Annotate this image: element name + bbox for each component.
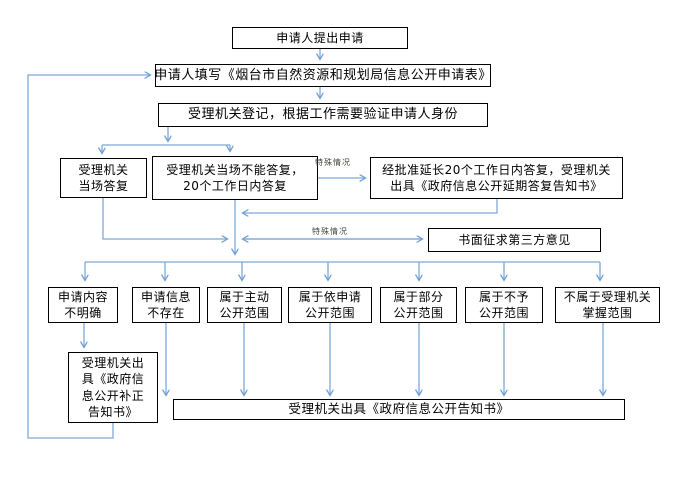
node-disclosure-notice-text: 受理机关出具《政府信息公开告知书》: [288, 401, 510, 417]
node-submit-application: 申请人提出申请: [232, 27, 408, 49]
node-correction-notice-line4: 告知书》: [87, 404, 138, 419]
node-partial-scope-line2: 公开范围: [393, 306, 444, 320]
node-onspot-reply-line1: 受理机关: [78, 162, 129, 177]
node-info-not-exist-line1: 申请信息: [140, 289, 191, 304]
node-proactive-scope-line2: 公开范围: [219, 306, 270, 320]
node-info-not-exist: 申请信息 不存在: [132, 287, 200, 323]
node-partial-disclosure-scope: 属于部分 公开范围: [380, 287, 457, 323]
special-case-label-2: 特殊情况: [312, 227, 348, 236]
node-on-request-disclosure-scope: 属于依申请 公开范围: [288, 287, 372, 323]
node-register-verify-identity-text: 受理机关登记，根据工作需要验证申请人身份: [187, 107, 458, 123]
node-third-party-opinion: 书面征求第三方意见: [428, 228, 601, 252]
node-no-disclosure-scope-line1: 属于不予: [478, 289, 529, 304]
node-register-verify-identity: 受理机关登记，根据工作需要验证申请人身份: [158, 103, 488, 127]
node-onspot-reply: 受理机关 当场答复: [60, 158, 147, 198]
node-correction-notice-line1: 受理机关出: [81, 356, 145, 371]
node-no-disclosure-scope-line2: 公开范围: [478, 306, 529, 320]
node-on-request-scope-line1: 属于依申请: [298, 289, 362, 304]
node-correction-notice-line2: 具《政府信: [81, 372, 145, 387]
node-fill-application-form: 申请人填写《烟台市自然资源和规划局信息公开申请表》: [154, 64, 492, 87]
node-onspot-reply-line2: 当场答复: [78, 179, 129, 193]
node-cannot-reply-onspot-line1: 受理机关当场不能答复，: [166, 162, 304, 177]
node-fill-application-form-text: 申请人填写《烟台市自然资源和规划局信息公开申请表》: [154, 67, 492, 83]
node-not-held-scope-line2: 掌握范围: [582, 306, 633, 320]
node-third-party-opinion-text: 书面征求第三方意见: [458, 232, 571, 247]
node-content-unclear-line1: 申请内容: [57, 289, 108, 304]
node-info-not-exist-line2: 不存在: [147, 306, 185, 320]
node-extended-reply-line2: 出具《政府信息公开延期答复告知书》: [390, 179, 603, 193]
node-extended-reply-line1: 经批准延长20个工作日内答复，受理机关: [382, 162, 611, 177]
node-proactive-disclosure-scope: 属于主动 公开范围: [207, 287, 282, 323]
node-correction-notice-line3: 息公开补正: [81, 388, 145, 403]
node-submit-application-text: 申请人提出申请: [276, 30, 364, 45]
node-cannot-reply-onspot: 受理机关当场不能答复， 20个工作日内答复: [152, 156, 318, 200]
node-partial-scope-line1: 属于部分: [393, 289, 444, 304]
node-correction-notice: 受理机关出 具《政府信 息公开补正 告知书》: [68, 352, 158, 423]
node-content-unclear-line2: 不明确: [64, 306, 102, 320]
node-extended-reply-notice: 经批准延长20个工作日内答复，受理机关 出具《政府信息公开延期答复告知书》: [370, 157, 623, 199]
node-on-request-scope-line2: 公开范围: [304, 306, 355, 320]
node-proactive-scope-line1: 属于主动: [219, 289, 270, 304]
node-content-unclear: 申请内容 不明确: [48, 287, 118, 323]
node-cannot-reply-onspot-line2: 20个工作日内答复: [183, 179, 287, 193]
node-disclosure-notice: 受理机关出具《政府信息公开告知书》: [173, 399, 625, 420]
node-no-disclosure-scope: 属于不予 公开范围: [465, 287, 543, 323]
node-not-held-scope: 不属于受理机关 掌握范围: [555, 287, 660, 323]
node-not-held-scope-line1: 不属于受理机关: [563, 289, 652, 304]
special-case-label-1: 特殊情况: [315, 158, 351, 167]
